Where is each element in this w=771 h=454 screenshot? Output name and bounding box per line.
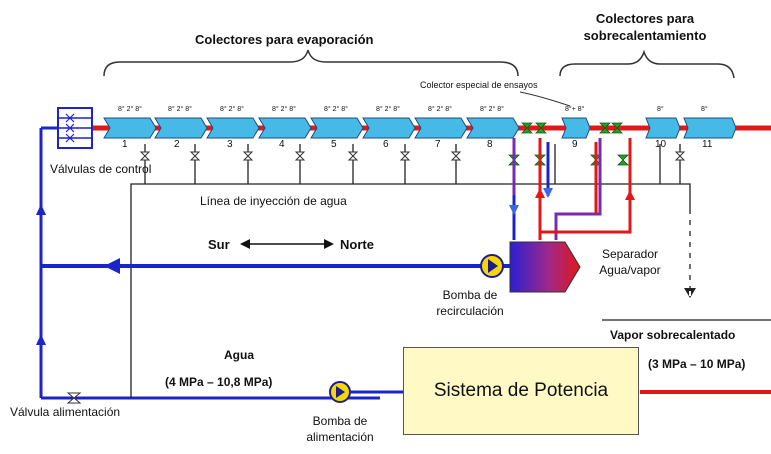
collector-11-tag: 8°: [701, 106, 708, 113]
feed-pump-label: Bomba de alimentación: [290, 413, 390, 445]
injection-valve-icons: [139, 151, 686, 161]
collector-6-tag: 8° 2° 8°: [376, 106, 400, 113]
recirc-pump-label-line1: Bomba de: [442, 288, 498, 302]
collector-4: [258, 117, 312, 139]
special-collector-label: Colector especial de ensayos: [420, 80, 538, 90]
collector-5: [310, 117, 364, 139]
superheat-brace: [559, 49, 735, 79]
south-label: Sur: [208, 237, 230, 252]
superheat-collectors-title: Colectores para sobrecalentamiento: [575, 10, 715, 44]
collector-1-tag: 8° 2° 8°: [118, 106, 142, 113]
collector-3: [206, 117, 260, 139]
recirculation-pump-label: Bomba de recirculación: [420, 287, 520, 319]
superheated-steam-label: Vapor sobrecalentado: [610, 328, 736, 342]
collector-2-number: 2: [174, 139, 180, 150]
evaporation-brace: [103, 49, 519, 77]
superheat-collectors: [561, 117, 737, 139]
collector-7-number: 7: [435, 139, 441, 150]
superheat-title-line2: sobrecalentamiento: [583, 28, 707, 43]
red-superheat-link: [538, 138, 632, 240]
water-label: Agua: [224, 348, 254, 362]
separator-label-line2: Agua/vapor: [599, 263, 661, 277]
water-pressure-label: (4 MPa – 10,8 MPa): [165, 375, 273, 389]
north-label: Norte: [340, 237, 374, 252]
feed-valve-icon: [66, 392, 82, 404]
evaporation-collectors-title: Colectores para evaporación: [195, 32, 374, 47]
collector-1-number: 1: [122, 139, 128, 150]
separator-label-line1: Separador: [601, 247, 659, 261]
control-valves-label: Válvulas de control: [50, 162, 152, 176]
water-injection-label: Línea de inyección de agua: [200, 194, 347, 208]
evaporation-collectors: [103, 117, 520, 139]
collector-1: [103, 117, 157, 139]
collector-8: [466, 117, 520, 139]
feed-pump-label-line2: alimentación: [306, 430, 374, 444]
collector-5-number: 5: [331, 139, 337, 150]
collector-8-number: 8: [487, 139, 493, 150]
superheat-title-line1: Colectores para: [595, 11, 695, 26]
collector-7-tag: 8° 2° 8°: [428, 106, 452, 113]
collector-3-number: 3: [227, 139, 233, 150]
collector-5-tag: 8° 2° 8°: [324, 106, 348, 113]
collector-9-number: 9: [572, 139, 578, 150]
left-riser-arrow-1: [36, 204, 46, 215]
power-system-label: Sistema de Potencia: [433, 380, 609, 401]
control-valve-icons: [65, 113, 75, 143]
collector-4-tag: 8° 2° 8°: [272, 106, 296, 113]
collector-3-tag: 8° 2° 8°: [220, 106, 244, 113]
feed-pump-label-line1: Bomba de: [312, 414, 368, 428]
power-system-box: Sistema de Potencia: [403, 347, 639, 435]
collector-11: [683, 117, 737, 139]
collector-6: [362, 117, 416, 139]
green-valve-icons: [508, 122, 629, 166]
collector-10-number: 10: [655, 139, 667, 150]
collector-4-number: 4: [279, 139, 285, 150]
separator-label: Separador Agua/vapor: [590, 246, 670, 278]
feed-valve-label: Válvula alimentación: [10, 405, 121, 419]
collector-10-tag: 8°: [657, 106, 664, 113]
collector-11-number: 11: [702, 139, 713, 150]
recirc-pump-label-line2: recirculación: [436, 304, 504, 318]
collector-2-tag: 8° 2° 8°: [168, 106, 192, 113]
collector-7: [414, 117, 468, 139]
injection-drops: [144, 144, 681, 184]
collector-6-number: 6: [383, 139, 389, 150]
collector-2: [154, 117, 208, 139]
steam-pressure-label: (3 MPa – 10 MPa): [648, 357, 746, 371]
water-steam-separator: [509, 241, 581, 293]
left-riser-arrow-2: [36, 334, 46, 345]
collector-9: [561, 117, 591, 139]
steam-to-superheat: [554, 138, 602, 240]
recirc-arrow: [104, 258, 120, 274]
collector-10: [645, 117, 681, 139]
collector-9-tag: 8°+ 8°: [565, 106, 585, 113]
collector-8-tag: 8° 2° 8°: [480, 106, 504, 113]
special-collector-pointer: [519, 91, 571, 107]
